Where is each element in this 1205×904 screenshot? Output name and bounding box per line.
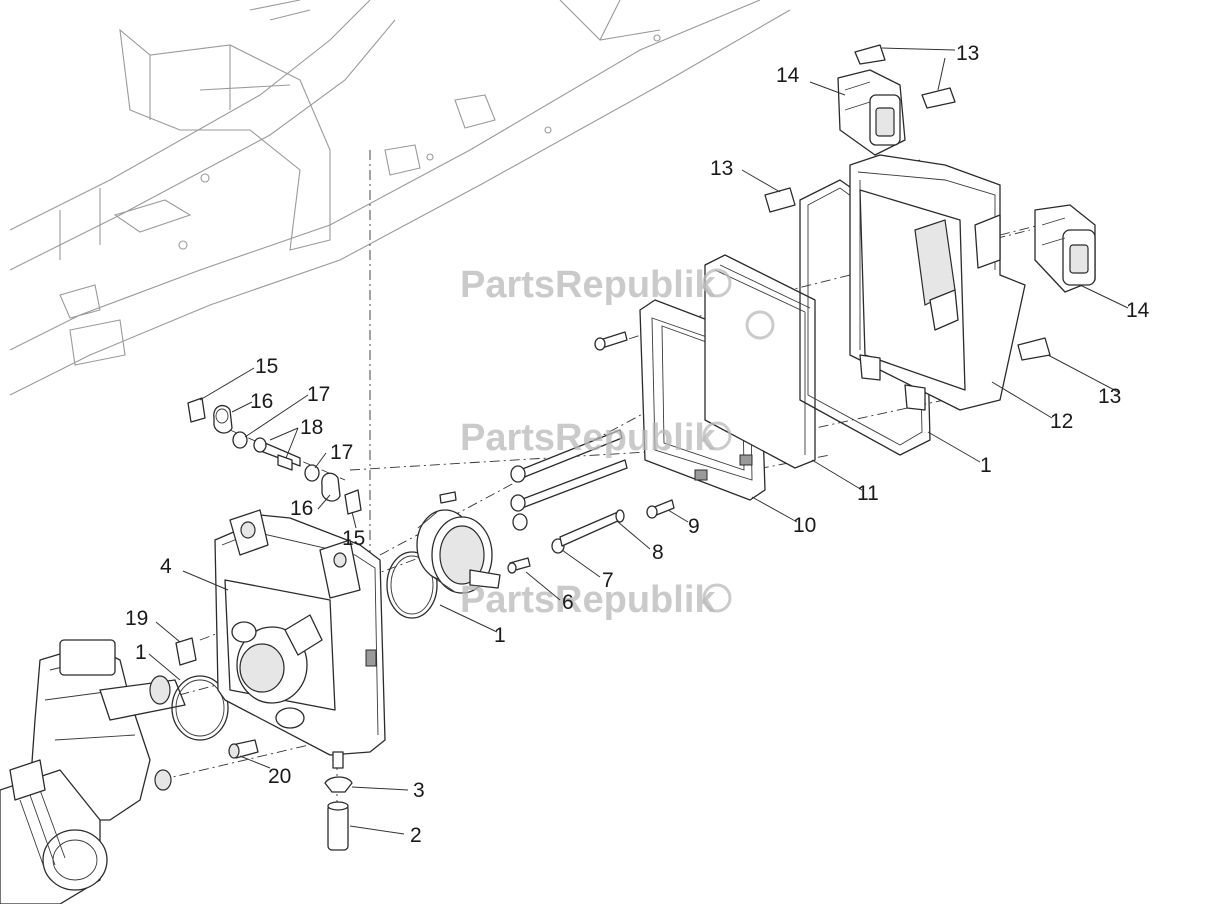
throttle-body (0, 639, 186, 904)
callout-15: 15 (255, 355, 278, 378)
callout-1: 1 (135, 641, 147, 664)
callout-18: 18 (300, 416, 323, 439)
drain-tube-2 (327, 801, 349, 851)
filter-housing-upper (849, 154, 1026, 411)
screws-bolts (439, 331, 675, 574)
washer-17a (232, 431, 248, 449)
washer-17b (304, 464, 320, 482)
callout-14: 14 (1126, 299, 1150, 322)
callout-labels: 13 14 13 14 13 12 1 11 10 9 8 7 6 1 15 1… (125, 42, 1150, 847)
callout-8: 8 (652, 541, 664, 564)
fitting-20 (228, 739, 259, 759)
callout-1: 1 (494, 624, 506, 647)
filter-housing-lower (214, 509, 386, 769)
watermark-2: PartsRepublik (460, 417, 732, 459)
watermark-group: PartsRepublik PartsRepublik PartsRepubli… (460, 264, 775, 621)
clamp-3 (324, 776, 353, 793)
clip-13-right (1017, 337, 1051, 361)
watermark-3: PartsRepublik (460, 579, 732, 621)
svg-text:PartsRepublik: PartsRepublik (460, 417, 716, 459)
o-ring-lower (171, 675, 229, 741)
mount-hardware (187, 397, 362, 515)
intake-snorkel-14a (837, 69, 906, 156)
nut-clip-15a (187, 397, 206, 423)
intake-snorkel-14b (1034, 204, 1096, 293)
callout-16: 16 (290, 497, 313, 520)
svg-text:PartsRepublik: PartsRepublik (460, 264, 716, 306)
callout-14: 14 (776, 64, 800, 87)
callout-9: 9 (688, 515, 700, 538)
watermark-1: PartsRepublik (460, 264, 732, 306)
callout-10: 10 (793, 514, 816, 537)
callout-1: 1 (980, 454, 992, 477)
callout-15: 15 (342, 527, 365, 550)
callout-13: 13 (710, 157, 733, 180)
grommet-16b (321, 472, 341, 502)
callout-20: 20 (268, 765, 291, 788)
callout-11: 11 (857, 482, 879, 505)
clip-13-left (764, 187, 796, 213)
nut-clip-15b (344, 489, 362, 515)
callout-6: 6 (562, 591, 574, 614)
intake-adapter (416, 509, 501, 594)
callout-19: 19 (125, 607, 148, 630)
callout-2: 2 (410, 824, 422, 847)
callout-13: 13 (956, 42, 979, 65)
clip-19 (175, 637, 197, 666)
callout-17: 17 (330, 441, 353, 464)
seal-upper (799, 179, 931, 456)
callout-13: 13 (1098, 385, 1121, 408)
clip-13-top-a (854, 44, 886, 65)
leader-lines (148, 47, 1129, 835)
svg-text:PartsRepublik: PartsRepublik (460, 579, 716, 621)
clip-13-top-b (921, 87, 956, 109)
watermark-gear-4 (745, 310, 775, 340)
callout-16: 16 (250, 390, 273, 413)
callout-4: 4 (160, 555, 172, 578)
callout-17: 17 (307, 383, 330, 406)
callout-3: 3 (413, 779, 425, 802)
chassis-frame (9, 0, 791, 396)
bolt-8 (559, 511, 621, 547)
callout-7: 7 (602, 569, 614, 592)
filter-element-11 (704, 254, 816, 469)
o-ring-middle (386, 551, 438, 619)
callout-12: 12 (1050, 410, 1073, 433)
